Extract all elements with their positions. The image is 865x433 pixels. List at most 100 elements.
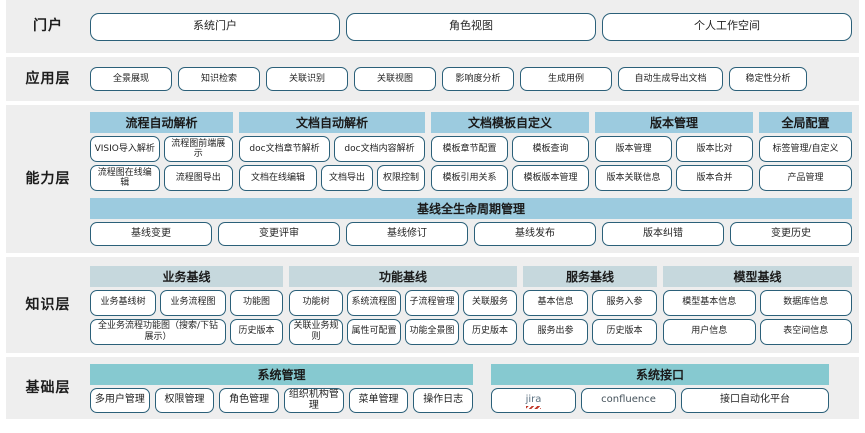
app-item-knowledge-search[interactable]: 知识检索 xyxy=(178,67,260,91)
band-item-baseline-revise[interactable]: 基线修订 xyxy=(346,222,468,246)
group-header-doc-parse: 文档自动解析 xyxy=(239,112,425,133)
group-header-doc-template: 文档模板自定义 xyxy=(431,112,589,133)
layer-label-capability: 能力层 xyxy=(25,170,71,187)
kl-item-service-output-params[interactable]: 服务出参 xyxy=(523,318,588,345)
fd-item-operation-log[interactable]: 操作日志 xyxy=(413,387,474,413)
group-header-system-mgmt: 系统管理 xyxy=(90,363,473,385)
jira-label: jira xyxy=(525,394,542,409)
kl-item-function-chart[interactable]: 功能图 xyxy=(230,289,283,316)
group-row: 版本管理 版本比对 xyxy=(595,136,753,162)
layer-label-application: 应用层 xyxy=(25,70,71,87)
cap-item-template-version-mgmt[interactable]: 模板版本管理 xyxy=(512,165,589,191)
kl-item-attribute-configurable[interactable]: 属性可配置 xyxy=(347,318,401,345)
foundation-column-system-mgmt: 系统管理 多用户管理 权限管理 角色管理 组织机构管理 菜单管理 操作日志 xyxy=(90,363,474,413)
cap-item-product-mgmt[interactable]: 产品管理 xyxy=(759,165,852,191)
cap-item-version-manage[interactable]: 版本管理 xyxy=(595,136,672,162)
capability-group-version-mgmt: 版本管理 版本管理 版本比对 版本关联信息 版本合并 xyxy=(595,112,753,191)
group-header-system-api: 系统接口 xyxy=(491,363,829,385)
cap-item-flowchart-frontend-display[interactable]: 流程图前端展示 xyxy=(163,136,233,162)
capability-group-process-parse: 流程自动解析 VISIO导入解析 流程图前端展示 流程图在线编辑 流程图导出 xyxy=(90,112,233,191)
fd-item-permission-mgmt[interactable]: 权限管理 xyxy=(154,387,215,413)
portal-button-row: 系统门户 角色视图 个人工作空间 xyxy=(90,12,852,41)
kl-item-function-tree[interactable]: 功能树 xyxy=(289,289,343,316)
capability-group-doc-template: 文档模板自定义 模板章节配置 模板查询 模板引用关系 模板版本管理 xyxy=(431,112,589,191)
kl-item-related-business-rule[interactable]: 关联业务规则 xyxy=(289,318,343,345)
group-row: 模型基本信息 数据库信息 xyxy=(663,289,852,316)
cap-item-template-chapter-config[interactable]: 模板章节配置 xyxy=(431,136,508,162)
group-header-function-baseline: 功能基线 xyxy=(289,265,517,287)
portal-item-personal-workspace[interactable]: 个人工作空间 xyxy=(602,12,852,41)
band-item-version-fix[interactable]: 版本纠错 xyxy=(602,222,724,246)
band-item-change-history[interactable]: 变更历史 xyxy=(730,222,852,246)
kl-item-history-version-service[interactable]: 历史版本 xyxy=(592,318,657,345)
group-row: 基本信息 服务入参 xyxy=(523,289,657,316)
kl-item-model-basic-info[interactable]: 模型基本信息 xyxy=(663,289,756,316)
kl-item-function-panorama[interactable]: 功能全景图 xyxy=(405,318,459,345)
kl-item-business-baseline-tree[interactable]: 业务基线树 xyxy=(90,289,156,316)
capability-band-baseline-lifecycle: 基线全生命周期管理 基线变更 变更评审 基线修订 基线发布 版本纠错 变更历史 xyxy=(90,198,852,246)
layer-knowledge: 知识层 业务基线 业务基线树 业务流程图 功能图 全业务流程功能图（搜索/下钻展… xyxy=(6,257,859,353)
knowledge-groups: 业务基线 业务基线树 业务流程图 功能图 全业务流程功能图（搜索/下钻展示） 历… xyxy=(90,265,852,345)
group-row: 全业务流程功能图（搜索/下钻展示） 历史版本 xyxy=(90,318,283,345)
kl-item-business-flowchart[interactable]: 业务流程图 xyxy=(160,289,226,316)
band-item-baseline-release[interactable]: 基线发布 xyxy=(474,222,596,246)
app-item-generate-cases[interactable]: 生成用例 xyxy=(520,67,612,91)
cap-item-doc-content-parse[interactable]: doc文档内容解析 xyxy=(334,136,425,162)
band-item-baseline-change[interactable]: 基线变更 xyxy=(90,222,212,246)
kl-item-database-info[interactable]: 数据库信息 xyxy=(759,289,852,316)
cap-item-version-compare[interactable]: 版本比对 xyxy=(676,136,753,162)
kl-item-tablespace-info[interactable]: 表空间信息 xyxy=(759,318,852,345)
group-row: 关联业务规则 属性可配置 功能全景图 历史版本 xyxy=(289,318,517,345)
kl-item-system-flowchart[interactable]: 系统流程图 xyxy=(347,289,401,316)
fd-item-menu-mgmt[interactable]: 菜单管理 xyxy=(348,387,409,413)
group-header-service-baseline: 服务基线 xyxy=(523,265,657,287)
band-item-change-review[interactable]: 变更评审 xyxy=(218,222,340,246)
capability-group-doc-parse: 文档自动解析 doc文档章节解析 doc文档内容解析 文档在线编辑 文档导出 权… xyxy=(239,112,425,191)
fd-item-confluence[interactable]: confluence xyxy=(581,387,676,413)
group-row: VISIO导入解析 流程图前端展示 xyxy=(90,136,233,162)
cap-item-version-merge[interactable]: 版本合并 xyxy=(676,165,753,191)
foundation-column-system-api: 系统接口 jira confluence 接口自动化平台 xyxy=(491,363,829,413)
kl-item-service-basic-info[interactable]: 基本信息 xyxy=(523,289,588,316)
group-row: 模板章节配置 模板查询 xyxy=(431,136,589,162)
group-row: 功能树 系统流程图 子流程管理 关联服务 xyxy=(289,289,517,316)
kl-item-service-input-params[interactable]: 服务入参 xyxy=(592,289,657,316)
portal-item-system-portal[interactable]: 系统门户 xyxy=(90,12,340,41)
fd-item-multi-user-mgmt[interactable]: 多用户管理 xyxy=(90,387,150,413)
application-button-row: 全景展现 知识检索 关联识别 关联视图 影响度分析 生成用例 自动生成导出文档 … xyxy=(90,67,852,91)
cap-item-version-relation-info[interactable]: 版本关联信息 xyxy=(595,165,672,191)
app-item-stability[interactable]: 稳定性分析 xyxy=(729,67,807,91)
app-item-panorama[interactable]: 全景展现 xyxy=(90,67,172,91)
fd-item-jira[interactable]: jira xyxy=(491,387,576,413)
cap-item-doc-online-edit[interactable]: 文档在线编辑 xyxy=(239,165,317,191)
cap-item-tag-mgmt-custom[interactable]: 标签管理/自定义 xyxy=(759,136,852,162)
kl-item-history-version-business[interactable]: 历史版本 xyxy=(230,318,283,345)
cap-item-flowchart-online-edit[interactable]: 流程图在线编辑 xyxy=(90,165,160,191)
cap-item-visio-import-parse[interactable]: VISIO导入解析 xyxy=(90,136,160,162)
kl-item-full-business-process-chart[interactable]: 全业务流程功能图（搜索/下钻展示） xyxy=(90,318,226,345)
cap-item-doc-chapter-parse[interactable]: doc文档章节解析 xyxy=(239,136,330,162)
kl-item-subprocess-mgmt[interactable]: 子流程管理 xyxy=(405,289,459,316)
fd-item-api-automation-platform[interactable]: 接口自动化平台 xyxy=(681,387,829,413)
fd-item-role-mgmt[interactable]: 角色管理 xyxy=(219,387,280,413)
foundation-row: jira confluence 接口自动化平台 xyxy=(491,387,829,413)
cap-item-flowchart-export[interactable]: 流程图导出 xyxy=(163,165,233,191)
app-item-auto-export-doc[interactable]: 自动生成导出文档 xyxy=(618,67,723,91)
app-item-impact-analysis[interactable]: 影响度分析 xyxy=(442,67,514,91)
cap-item-template-query[interactable]: 模板查询 xyxy=(512,136,589,162)
group-row: 模板引用关系 模板版本管理 xyxy=(431,165,589,191)
cap-item-permission-control[interactable]: 权限控制 xyxy=(377,165,425,191)
cap-item-doc-export[interactable]: 文档导出 xyxy=(321,165,373,191)
app-item-relation-id[interactable]: 关联识别 xyxy=(266,67,348,91)
group-row: 服务出参 历史版本 xyxy=(523,318,657,345)
layer-label-portal: 门户 xyxy=(33,18,63,35)
portal-item-role-view[interactable]: 角色视图 xyxy=(346,12,596,41)
fd-item-org-structure-mgmt[interactable]: 组织机构管理 xyxy=(284,387,344,413)
group-row: 业务基线树 业务流程图 功能图 xyxy=(90,289,283,316)
kl-item-user-info[interactable]: 用户信息 xyxy=(663,318,756,345)
foundation-row: 多用户管理 权限管理 角色管理 组织机构管理 菜单管理 操作日志 xyxy=(90,387,474,413)
kl-item-history-version-function[interactable]: 历史版本 xyxy=(463,318,517,345)
app-item-relation-view[interactable]: 关联视图 xyxy=(354,67,436,91)
kl-item-related-service[interactable]: 关联服务 xyxy=(463,289,517,316)
cap-item-template-reference[interactable]: 模板引用关系 xyxy=(431,165,508,191)
